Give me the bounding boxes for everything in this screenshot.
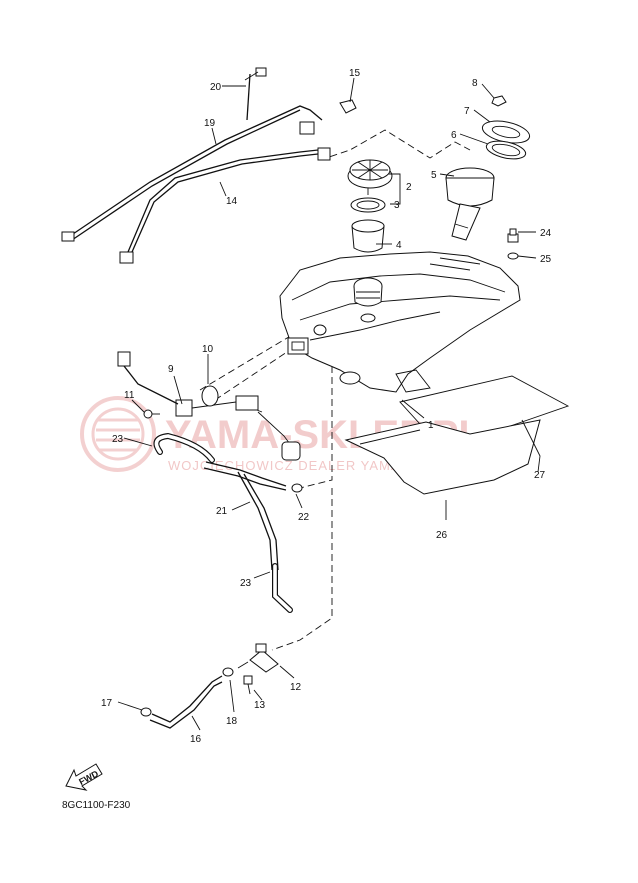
label-3: 3 <box>394 200 400 211</box>
label-13: 13 <box>254 700 266 711</box>
label-19: 19 <box>204 118 216 129</box>
label-14: 14 <box>226 196 238 207</box>
part-20-clamp <box>244 67 267 121</box>
part-23-hose-lower <box>272 563 293 613</box>
part-25-washer <box>507 252 519 260</box>
part-6-gasket <box>485 140 527 160</box>
label-9: 9 <box>168 364 174 375</box>
label-26: 26 <box>436 530 448 541</box>
part-13-bolt <box>243 675 253 695</box>
part-7-plate <box>481 120 531 144</box>
part-22-clamp <box>291 483 303 493</box>
label-4: 4 <box>396 240 402 251</box>
label-23-upper: 23 <box>112 434 124 445</box>
label-22: 22 <box>298 512 310 523</box>
fwd-arrow-icon: FWD <box>65 763 103 791</box>
part-18-clamp <box>222 667 234 677</box>
part-11-screw <box>143 409 160 419</box>
diagram-code: 8GC1100-F230 <box>62 800 131 811</box>
label-20: 20 <box>210 82 222 93</box>
label-1: 1 <box>428 420 434 431</box>
part-1-fuel-tank <box>279 251 521 393</box>
label-17: 17 <box>101 698 113 709</box>
part-10-o-ring <box>201 385 219 407</box>
label-10: 10 <box>202 344 214 355</box>
label-25: 25 <box>540 254 552 265</box>
label-27: 27 <box>534 470 546 481</box>
label-21: 21 <box>216 506 228 517</box>
label-6: 6 <box>451 130 457 141</box>
label-23-lower: 23 <box>240 578 252 589</box>
label-7: 7 <box>464 106 470 117</box>
label-11: 11 <box>124 390 135 401</box>
assembly-lines <box>199 129 471 651</box>
part-5-fuel-pump <box>445 167 495 241</box>
part-23-hose-upper <box>153 432 215 463</box>
label-15: 15 <box>349 68 361 79</box>
part-26-cover <box>344 419 541 495</box>
label-24: 24 <box>540 228 552 239</box>
label-12: 12 <box>290 682 302 693</box>
part-16-fuel-hose <box>149 675 223 729</box>
part-24-bolt <box>507 228 519 243</box>
part-4-filler-neck <box>351 219 385 253</box>
part-17-clip <box>140 707 152 717</box>
watermark-subtitle: WOJCIECHOWICZ DEALER YAMAHA <box>168 458 421 473</box>
label-18: 18 <box>226 716 238 727</box>
part-2-fuel-cap <box>347 159 393 189</box>
leader-lines <box>117 77 541 731</box>
part-3-gasket <box>350 197 386 213</box>
part-14-breather-hose <box>119 147 331 264</box>
watermark-logo <box>80 396 156 472</box>
part-21-drain-hose <box>203 461 287 571</box>
part-9-sensor <box>117 351 301 461</box>
label-5: 5 <box>431 170 437 181</box>
part-labels: 20 15 8 7 6 5 2 3 4 24 25 19 14 10 9 11 … <box>101 68 552 745</box>
part-27-heat-shield <box>399 375 570 441</box>
part-19-harness <box>61 105 323 242</box>
label-16: 16 <box>190 734 202 745</box>
label-8: 8 <box>472 78 478 89</box>
label-2: 2 <box>406 182 412 193</box>
part-12-fuel-cock <box>237 643 279 673</box>
part-15-clip <box>339 99 357 114</box>
part-8-nut <box>491 95 507 107</box>
